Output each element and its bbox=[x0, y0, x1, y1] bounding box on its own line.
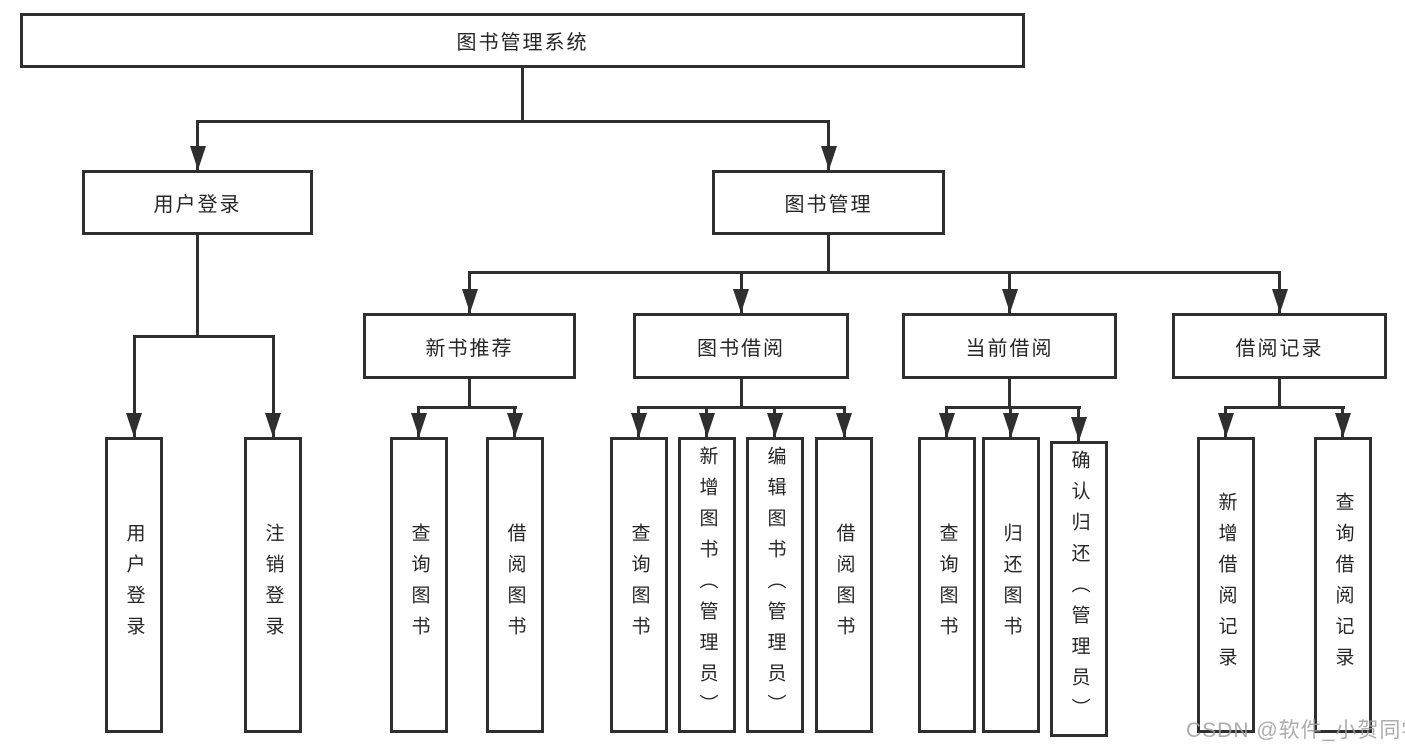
connector-book-borrow-feed bbox=[740, 379, 743, 408]
node-label: 图书管理 bbox=[784, 194, 873, 216]
arrow-down-icon bbox=[265, 413, 281, 437]
arrow-down-icon bbox=[699, 413, 715, 437]
connector-current-borrow-feed bbox=[1008, 379, 1011, 408]
leaf-add-books-admin: 新增图书（管理员） bbox=[678, 437, 736, 733]
leaf-user-login: 用户登录 bbox=[105, 437, 163, 733]
leaf-confirm-return-admin: 确认归还（管理员） bbox=[1050, 441, 1108, 737]
arrow-down-icon bbox=[939, 413, 955, 437]
node-label: 查询借阅记录 bbox=[1332, 492, 1354, 678]
node-label: 图书管理系统 bbox=[456, 32, 589, 54]
arrow-down-icon bbox=[1003, 413, 1019, 437]
node-book-management: 图书管理 bbox=[712, 170, 945, 235]
arrow-down-icon bbox=[1272, 289, 1288, 313]
arrow-down-icon bbox=[462, 289, 478, 313]
arrow-down-icon bbox=[1071, 417, 1087, 441]
connector-drop-login-leaf bbox=[133, 335, 136, 437]
connector-new-book-rail bbox=[417, 406, 517, 409]
arrow-down-icon bbox=[821, 146, 837, 170]
arrow-down-icon bbox=[631, 413, 647, 437]
leaf-query-books-recommend: 查询图书 bbox=[390, 437, 448, 733]
node-new-book-recommend: 新书推荐 bbox=[363, 313, 576, 379]
arrow-down-icon bbox=[507, 413, 523, 437]
node-label: 新书推荐 bbox=[425, 337, 514, 360]
connector-drop-logout-leaf bbox=[272, 335, 275, 437]
connector-borrow-records-feed bbox=[1278, 379, 1281, 408]
connector-user-login-rail bbox=[133, 335, 275, 338]
leaf-borrow-books-recommend: 借阅图书 bbox=[486, 437, 544, 733]
connector-book-borrow-rail bbox=[637, 406, 846, 409]
leaf-edit-books-admin: 编辑图书（管理员） bbox=[746, 437, 804, 733]
node-current-borrow: 当前借阅 bbox=[902, 313, 1117, 379]
leaf-logout: 注销登录 bbox=[244, 437, 302, 733]
connector-root-feed bbox=[521, 68, 524, 122]
node-label: 借阅图书 bbox=[504, 523, 526, 647]
node-label: 图书借阅 bbox=[697, 337, 785, 360]
arrow-down-icon bbox=[1002, 289, 1018, 313]
node-label: 查询图书 bbox=[936, 523, 958, 647]
node-label: 新增借阅记录 bbox=[1215, 492, 1237, 678]
connector-new-book-feed bbox=[468, 379, 471, 408]
node-label: 借阅记录 bbox=[1235, 337, 1324, 360]
leaf-add-borrow-record: 新增借阅记录 bbox=[1197, 437, 1255, 733]
connector-user-login-feed bbox=[196, 235, 199, 337]
node-label: 用户登录 bbox=[123, 523, 145, 647]
node-label: 确认归还（管理员） bbox=[1068, 449, 1090, 729]
node-user-login: 用户登录 bbox=[82, 170, 313, 235]
node-label: 查询图书 bbox=[628, 523, 650, 647]
node-label: 当前借阅 bbox=[965, 337, 1054, 360]
node-label: 借阅图书 bbox=[833, 523, 855, 647]
connector-drop-book-management bbox=[827, 120, 830, 170]
node-label: 用户登录 bbox=[153, 194, 242, 216]
arrow-down-icon bbox=[836, 413, 852, 437]
connector-borrow-records-rail bbox=[1224, 406, 1345, 409]
node-borrow-records: 借阅记录 bbox=[1172, 313, 1387, 379]
node-label: 编辑图书（管理员） bbox=[764, 445, 786, 725]
node-label: 归还图书 bbox=[1000, 523, 1022, 647]
connector-drop-user-login bbox=[196, 120, 199, 170]
node-label: 新增图书（管理员） bbox=[696, 445, 718, 725]
node-label: 注销登录 bbox=[262, 523, 284, 647]
leaf-query-borrow-record: 查询借阅记录 bbox=[1314, 437, 1372, 733]
arrow-down-icon bbox=[411, 413, 427, 437]
leaf-query-books-current: 查询图书 bbox=[918, 437, 976, 733]
connector-current-borrow-rail bbox=[945, 406, 1081, 409]
arrow-down-icon bbox=[1218, 413, 1234, 437]
arrow-down-icon bbox=[767, 413, 783, 437]
node-label: 查询图书 bbox=[408, 523, 430, 647]
arrow-down-icon bbox=[733, 289, 749, 313]
arrow-down-icon bbox=[1335, 413, 1351, 437]
leaf-return-books: 归还图书 bbox=[982, 437, 1040, 733]
node-root-system: 图书管理系统 bbox=[20, 13, 1025, 68]
arrow-down-icon bbox=[126, 413, 142, 437]
connector-book-management-feed bbox=[827, 233, 830, 273]
csdn-watermark: CSDN @软件_小贺同学 bbox=[1186, 719, 1405, 742]
leaf-borrow-books: 借阅图书 bbox=[815, 437, 873, 733]
connector-root-rail bbox=[196, 120, 830, 123]
leaf-query-books-borrow: 查询图书 bbox=[610, 437, 668, 733]
arrow-down-icon bbox=[190, 146, 206, 170]
node-book-borrow: 图书借阅 bbox=[633, 313, 849, 379]
connector-book-management-rail bbox=[468, 271, 1281, 274]
